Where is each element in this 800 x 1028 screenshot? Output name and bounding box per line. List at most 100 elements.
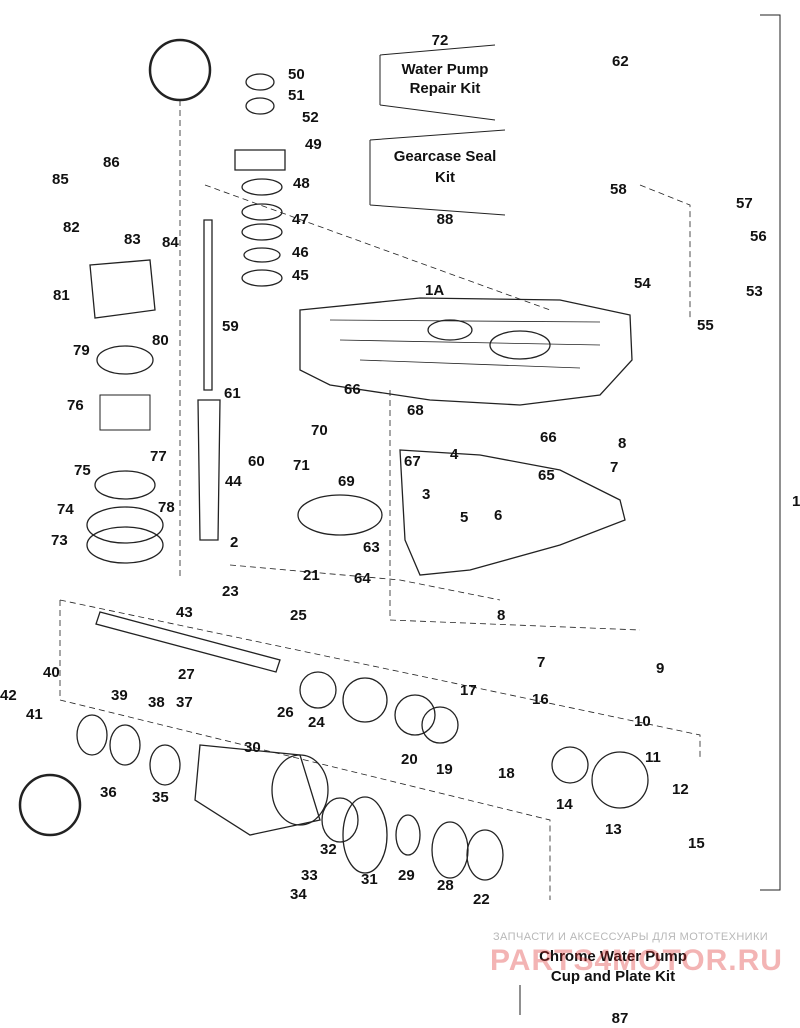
callout-10: 10 [634,713,651,730]
chrome-cup-plate-kit-number: 87 [611,1010,629,1027]
callout-42: 42 [0,687,17,704]
callout-7b: 7 [537,654,546,671]
callout-66b: 66 [540,429,557,446]
water-pump-repair-kit-line2: Repair Kit [409,80,481,97]
callout-8b: 8 [497,607,506,624]
callout-48: 48 [293,175,310,192]
callout-32: 32 [320,841,337,858]
seal-detail-circle-top [148,38,212,102]
callout-74: 74 [57,501,74,518]
anti-cavitation-plate [297,494,383,536]
callout-23: 23 [222,583,239,600]
callout-82: 82 [63,219,80,236]
callout-71: 71 [293,457,310,474]
callout-75: 75 [74,462,91,479]
callout-46: 46 [292,244,309,261]
callout-38: 38 [148,694,165,711]
lower-unit-skeg [399,449,626,576]
chrome-cup-plate-kit-line2: Cup and Plate Kit [550,968,676,985]
callout-41: 41 [26,706,43,723]
callout-17: 17 [460,682,477,699]
callout-68: 68 [407,402,424,419]
callout-80: 80 [152,332,169,349]
callout-19: 19 [436,761,453,778]
callout-40: 40 [43,664,60,681]
callout-79: 79 [73,342,90,359]
callout-60: 60 [248,453,265,470]
watermark-logo: PARTS4MOTOR.RU [490,944,783,977]
callout-28: 28 [437,877,454,894]
callout-51: 51 [288,87,305,104]
callout-36: 36 [100,784,117,801]
gearcase-housing [299,297,633,406]
callout-31: 31 [361,871,378,888]
callout-27: 27 [178,666,195,683]
callout-44: 44 [225,473,242,490]
callout-66a: 66 [344,381,361,398]
callout-7a: 7 [610,459,619,476]
callout-64: 64 [354,570,371,587]
callout-5: 5 [460,509,469,526]
callout-56: 56 [750,228,767,245]
water-pump-repair-kit-number: 72 [431,32,449,49]
callout-34: 34 [290,886,307,903]
callout-85: 85 [52,171,69,188]
propeller-shaft [95,611,281,673]
callout-29: 29 [398,867,415,884]
callout-54: 54 [634,275,651,292]
callout-13: 13 [605,821,622,838]
callout-6: 6 [494,507,503,524]
callout-86: 86 [103,154,120,171]
callout-84: 84 [162,234,179,251]
callout-16: 16 [532,691,549,708]
callout-11: 11 [645,749,661,766]
callout-1: 1 [792,493,800,510]
callout-20: 20 [401,751,418,768]
watermark-caption: ЗАПЧАСТИ И АКСЕССУАРЫ ДЛЯ МОТОТЕХНИКИ [493,931,769,943]
seal-detail-circle-bottom [18,773,82,837]
gearcase-seal-kit-line2: Kit [435,169,455,186]
callout-1a: 1A [425,282,445,299]
callout-81: 81 [53,287,70,304]
callout-65: 65 [538,467,555,484]
bearing-housing [194,744,321,836]
callout-39: 39 [111,687,128,704]
callout-9: 9 [656,660,665,677]
callout-53: 53 [746,283,763,300]
callout-63: 63 [363,539,380,556]
callout-52: 52 [302,109,319,126]
callout-14: 14 [556,796,573,813]
callout-49: 49 [305,136,322,153]
callout-8a: 8 [618,435,627,452]
callout-24: 24 [308,714,325,731]
callout-26: 26 [277,704,294,721]
callout-12: 12 [672,781,689,798]
callout-61: 61 [224,385,241,402]
callout-77: 77 [150,448,167,465]
callout-35: 35 [152,789,169,806]
callout-30: 30 [244,739,261,756]
callout-3: 3 [422,486,431,503]
callout-67: 67 [404,453,421,470]
callout-78: 78 [158,499,175,516]
callout-43: 43 [176,604,193,621]
callout-47: 47 [292,211,309,228]
callout-58: 58 [610,181,627,198]
callout-69: 69 [338,473,355,490]
callout-45: 45 [292,267,309,284]
callout-70: 70 [311,422,328,439]
callout-33: 33 [301,867,318,884]
callout-59: 59 [222,318,239,335]
callout-57: 57 [736,195,753,212]
callout-83: 83 [124,231,141,248]
callout-22: 22 [473,891,490,908]
drive-shaft [203,219,213,391]
callout-62: 62 [612,53,629,70]
callout-37: 37 [176,694,193,711]
chrome-cup-plate-kit-line1: Chrome Water Pump [539,948,687,965]
callout-4: 4 [450,446,459,463]
gearcase-seal-kit-number: 88 [436,211,454,228]
gearcase-seal-kit-line1: Gearcase Seal [393,148,497,165]
callout-25: 25 [290,607,307,624]
